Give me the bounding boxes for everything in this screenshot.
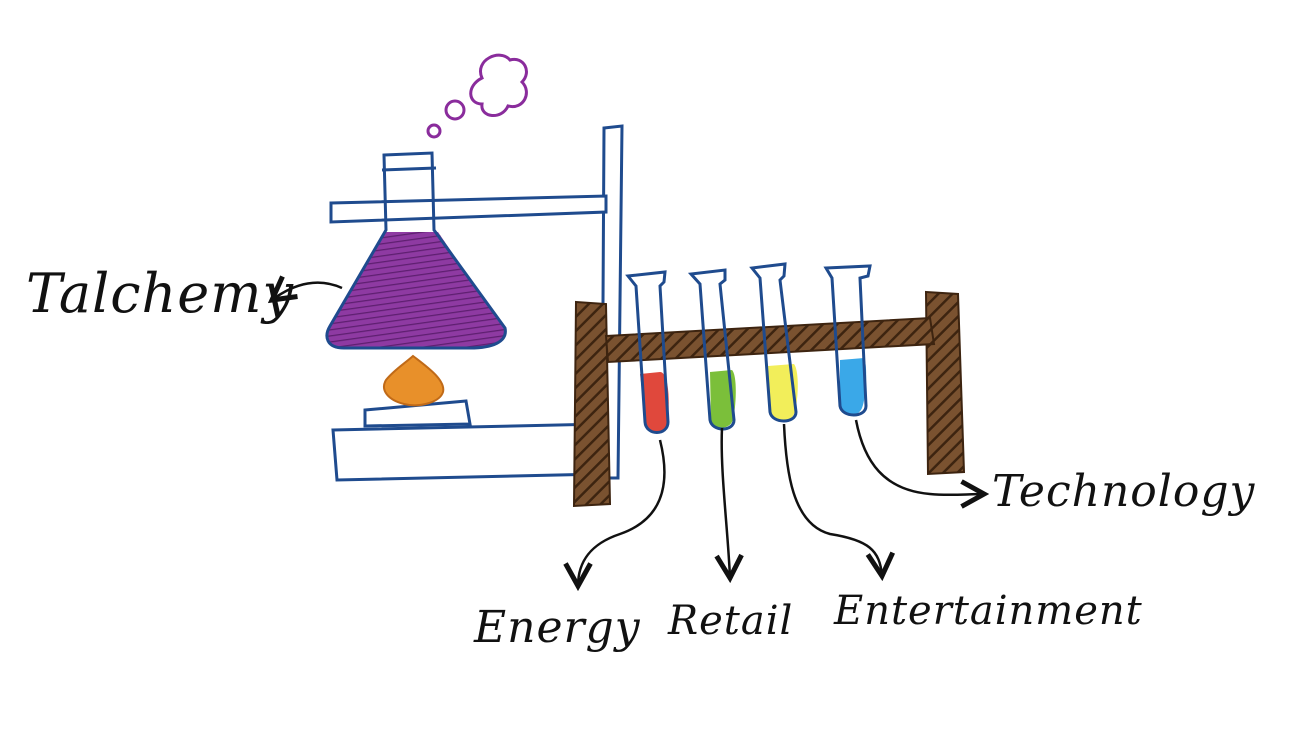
test-tube-energy: [625, 270, 670, 434]
label-energy: Energy: [474, 602, 641, 653]
flame-icon: [383, 354, 445, 407]
test-tube-entertainment: [749, 262, 798, 423]
arrow-technology: [854, 419, 984, 495]
test-tube-retail: [687, 268, 736, 431]
flask-icon: [325, 151, 507, 350]
label-entertainment: Entertainment: [834, 588, 1143, 634]
label-retail: Retail: [668, 598, 794, 644]
label-talchemy: Talchemy: [26, 262, 294, 325]
arrow-entertainment: [782, 423, 882, 576]
test-tube-rack: [572, 290, 966, 508]
smoke-cloud-icon: [426, 53, 528, 139]
label-technology: Technology: [992, 466, 1256, 517]
arrow-retail: [722, 427, 730, 578]
lab-stand: [329, 124, 624, 482]
test-tube-technology: [823, 264, 872, 417]
arrow-talchemy: [272, 283, 343, 300]
arrow-energy: [578, 439, 666, 586]
